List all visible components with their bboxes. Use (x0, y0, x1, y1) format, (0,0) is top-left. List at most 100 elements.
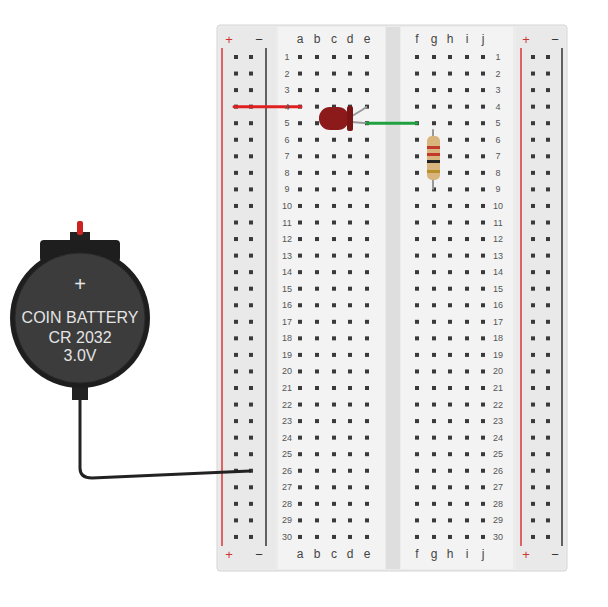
row-number: 23 (493, 417, 503, 426)
breadboard-hole (465, 254, 469, 258)
breadboard-hole (298, 237, 302, 241)
breadboard-hole (298, 138, 302, 142)
breadboard-hole (365, 72, 369, 76)
breadboard-hole (298, 369, 302, 373)
breadboard-hole (531, 353, 535, 357)
breadboard-hole (315, 436, 319, 440)
breadboard-hole (365, 419, 369, 423)
breadboard-hole (298, 386, 302, 390)
breadboard-hole (432, 72, 436, 76)
breadboard-hole (448, 303, 452, 307)
breadboard-hole (531, 535, 535, 539)
breadboard-hole (465, 187, 469, 191)
row-number: 5 (495, 119, 500, 128)
breadboard-hole (432, 485, 436, 489)
row-number: 18 (282, 334, 292, 343)
breadboard-hole (481, 320, 485, 324)
breadboard-hole (448, 105, 452, 109)
breadboard-hole (448, 221, 452, 225)
breadboard-hole (365, 55, 369, 59)
row-number: 26 (493, 466, 503, 475)
breadboard-hole (415, 369, 419, 373)
breadboard-hole (315, 270, 319, 274)
breadboard-hole (432, 221, 436, 225)
breadboard-hole (531, 452, 535, 456)
breadboard-hole (481, 518, 485, 522)
breadboard-hole (315, 154, 319, 158)
row-number: 3 (495, 86, 500, 95)
breadboard-hole (465, 469, 469, 473)
breadboard-hole (481, 221, 485, 225)
breadboard-hole (249, 88, 253, 92)
breadboard-hole (365, 270, 369, 274)
breadboard-hole (448, 452, 452, 456)
breadboard-hole (546, 535, 550, 539)
breadboard-hole (465, 270, 469, 274)
breadboard-hole (432, 452, 436, 456)
breadboard-hole (348, 270, 352, 274)
breadboard-hole (234, 303, 238, 307)
breadboard-hole (546, 204, 550, 208)
breadboard-hole (348, 187, 352, 191)
breadboard-hole (546, 254, 550, 258)
breadboard-hole (432, 320, 436, 324)
breadboard-hole (332, 452, 336, 456)
column-letter: b (314, 548, 321, 560)
rail-polarity: − (551, 33, 559, 46)
breadboard-hole (348, 204, 352, 208)
breadboard-hole (481, 72, 485, 76)
center-channel (386, 27, 400, 569)
breadboard-hole (332, 336, 336, 340)
breadboard-hole (249, 403, 253, 407)
column-letter: d (347, 33, 354, 45)
breadboard-hole (332, 237, 336, 241)
breadboard-hole (531, 336, 535, 340)
column-letter: a (297, 33, 304, 45)
breadboard-hole (448, 138, 452, 142)
breadboard-hole (531, 121, 535, 125)
breadboard-hole (531, 403, 535, 407)
row-number: 21 (282, 384, 292, 393)
breadboard-hole (234, 485, 238, 489)
breadboard-hole (415, 204, 419, 208)
breadboard-hole (365, 138, 369, 142)
breadboard-hole (348, 436, 352, 440)
breadboard-hole (448, 320, 452, 324)
breadboard-hole (365, 187, 369, 191)
breadboard-hole (546, 452, 550, 456)
row-number: 26 (282, 466, 292, 475)
breadboard-hole (448, 336, 452, 340)
column-letter: h (447, 33, 454, 45)
breadboard-hole (531, 221, 535, 225)
breadboard-hole (332, 154, 336, 158)
row-number: 15 (493, 284, 503, 293)
breadboard-hole (234, 518, 238, 522)
breadboard-hole (348, 221, 352, 225)
breadboard-hole (432, 369, 436, 373)
breadboard-hole (465, 303, 469, 307)
breadboard-hole (332, 55, 336, 59)
breadboard-hole (415, 287, 419, 291)
breadboard-hole (415, 469, 419, 473)
breadboard-hole (531, 237, 535, 241)
breadboard-hole (448, 154, 452, 158)
breadboard-hole (365, 221, 369, 225)
row-number: 11 (282, 218, 291, 227)
breadboard-hole (415, 320, 419, 324)
breadboard-hole (546, 105, 550, 109)
breadboard-hole (365, 254, 369, 258)
breadboard-hole (481, 535, 485, 539)
breadboard-hole (249, 287, 253, 291)
row-number: 10 (282, 201, 292, 210)
breadboard-hole (365, 518, 369, 522)
breadboard-hole (234, 320, 238, 324)
breadboard-hole (465, 105, 469, 109)
breadboard-hole (332, 419, 336, 423)
breadboard-hole (315, 535, 319, 539)
breadboard-hole (249, 187, 253, 191)
breadboard-hole (432, 518, 436, 522)
breadboard-hole (465, 320, 469, 324)
breadboard-hole (332, 436, 336, 440)
breadboard-hole (465, 502, 469, 506)
breadboard-hole (415, 55, 419, 59)
